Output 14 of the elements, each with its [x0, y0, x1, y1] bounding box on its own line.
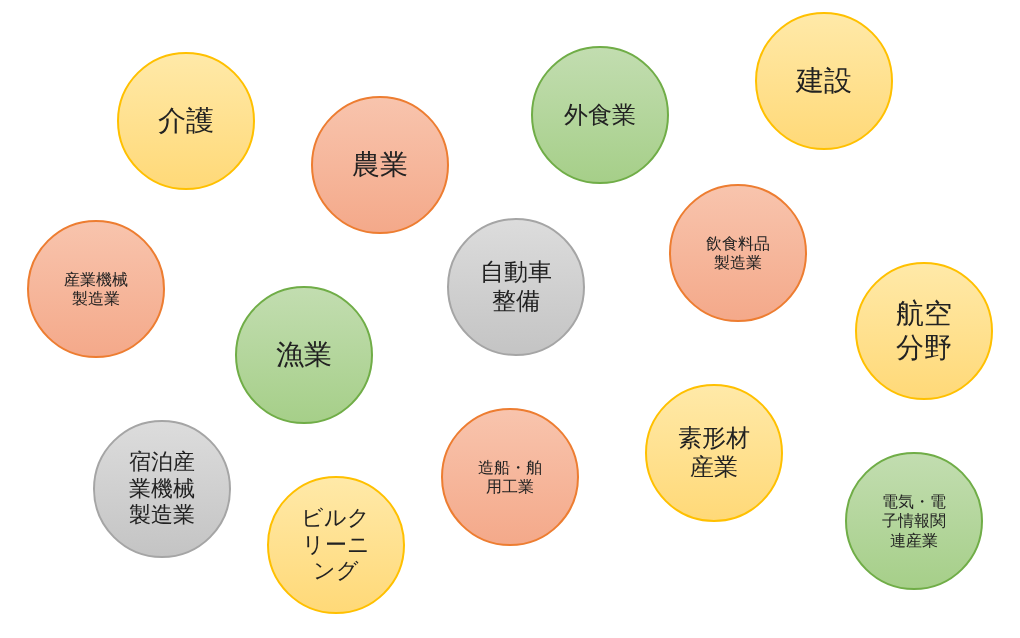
node-label: 造船・舶用工業	[477, 457, 543, 497]
node-label: 介護	[157, 104, 215, 138]
node-label: ビルクリーニング	[301, 505, 371, 585]
node-label: 航空分野	[895, 297, 953, 365]
node-label: 素形材産業	[677, 424, 751, 482]
node-label: 産業機械製造業	[63, 269, 129, 309]
node-label: 飲食料品製造業	[705, 233, 771, 273]
node-label: 宿泊産業機械製造業	[128, 449, 196, 529]
node-label: 電気・電子情報関連産業	[881, 492, 947, 550]
node-label: 自動車整備	[479, 258, 553, 316]
node-label: 農業	[351, 148, 409, 182]
node-label: 外食業	[563, 100, 637, 130]
node-label: 漁業	[275, 338, 333, 372]
node-label: 建設	[794, 64, 853, 98]
